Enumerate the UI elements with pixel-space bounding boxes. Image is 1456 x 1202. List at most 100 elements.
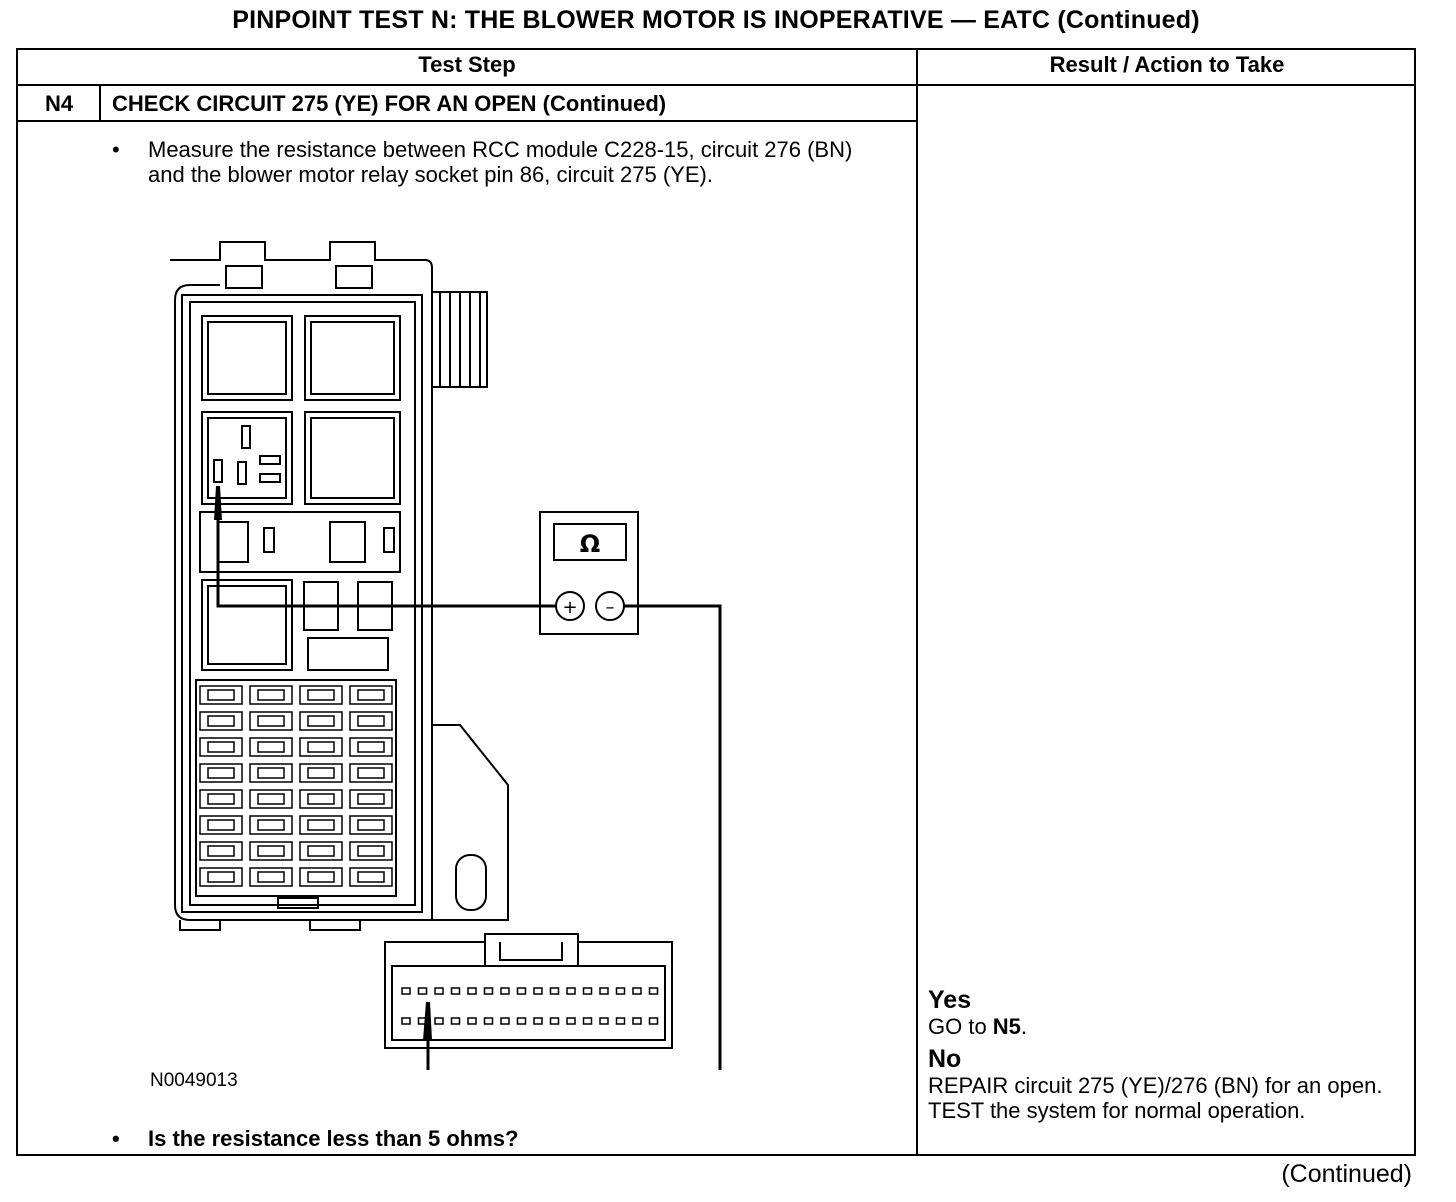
yes-target-step: N5 [992,1014,1021,1039]
test-leads [216,520,722,1070]
connector-pin [533,1017,543,1025]
relay-cavity-4 [304,411,401,505]
figure-id: N0049013 [150,1070,238,1091]
pinpoint-test-table [16,48,1416,1156]
top-tab-left [225,265,263,289]
bullet-dot: • [112,1126,120,1151]
fuse-slot [349,737,393,757]
connector-pin [467,1017,477,1025]
fuse-slot [249,685,293,705]
fuse-slot-inner [357,741,385,753]
connector-pin [417,1017,428,1025]
probe-tip-rcc [423,1002,432,1040]
fuse-slot-inner [307,845,335,857]
connector-pin [549,987,560,995]
continued-note: (Continued) [1281,1160,1412,1188]
fuse-slot-inner [257,871,285,883]
connector-pin [632,987,642,995]
ohmmeter [539,511,639,635]
fuse-slot [199,711,243,731]
connector-pin [417,987,428,995]
connector-pin [434,1017,444,1025]
fuse-slot [199,841,243,861]
connector-pin [401,987,411,995]
column-divider [916,48,918,1156]
instruction-bullet: • Measure the resistance between RCC mod… [112,137,868,187]
fuse-slot-inner [307,767,335,779]
fuse-slot [349,789,393,809]
connector-pin [599,987,609,995]
fuse-slot-inner [257,741,285,753]
fuse-slot [299,841,343,861]
top-tab-right [335,265,373,289]
fuse-slot [349,841,393,861]
fuse-slot [249,815,293,835]
junction-box-outline [170,241,433,921]
no-action: REPAIR circuit 275 (YE)/276 (BN) for an … [928,1073,1383,1123]
fuse-slot-inner [207,689,235,701]
fuse-slot-inner [357,715,385,727]
connector-pin [516,987,527,995]
fuse-slot-inner [207,741,235,753]
yes-text-end: . [1020,1014,1028,1039]
fuse-slot [299,711,343,731]
mounting-bracket [432,724,509,921]
page-title: PINPOINT TEST N: THE BLOWER MOTOR IS INO… [232,6,1200,34]
fuse-slot [249,841,293,861]
connector-pin [648,987,659,995]
fuse-slot-inner [257,715,285,727]
fuse-slot-inner [257,845,285,857]
connector-pin [566,1017,576,1025]
fuse-slot [199,815,243,835]
fuse-slot [249,867,293,887]
step-id-divider [99,84,101,122]
fuse-slot-inner [357,845,385,857]
fuse-slot-inner [207,767,235,779]
fuse-slot [349,711,393,731]
fuse-slot [199,685,243,705]
fuse-slot [249,711,293,731]
connector-pin [566,987,576,995]
question-text: Is the resistance less than 5 ohms? [148,1126,519,1151]
fuse-slot-inner [257,793,285,805]
plus-symbol: + [562,597,577,618]
minus-symbol: – [606,597,615,618]
fuse-slot [299,685,343,705]
step-title: CHECK CIRCUIT 275 (YE) FOR AN OPEN (Cont… [112,91,667,116]
fuse-slot [249,737,293,757]
connector-pin [483,1017,494,1025]
negative-lead [624,604,722,1070]
rcc-connector-c228 [384,933,673,1049]
connector-pin [450,1017,461,1025]
connector-pin [549,1017,560,1025]
connector-pin [467,987,477,995]
step-row-divider [16,120,918,122]
relay-cavity-2 [304,315,401,401]
fuse-slot-inner [207,871,235,883]
probe-tip-relay [214,486,222,520]
connector-pin [582,987,593,995]
blower-relay-socket [201,411,293,505]
fuse-slot [299,815,343,835]
fuse-slot [299,867,343,887]
fuse-slot-inner [207,715,235,727]
connector-pin [516,1017,527,1025]
fuse-slot [349,815,393,835]
no-label: No [928,1045,962,1073]
rcc-connector-pins [401,987,659,1025]
connector-pin [632,1017,642,1025]
fuse-slot-inner [207,793,235,805]
connector-pin [615,987,626,995]
fuse-slot [199,763,243,783]
header-test-step: Test Step [418,52,516,77]
connector-pin [401,1017,411,1025]
fuse-slot-inner [307,741,335,753]
connector-pin [615,1017,626,1025]
connector-pin [434,987,444,995]
fuse-slot [299,763,343,783]
question-bullet: • Is the resistance less than 5 ohms? [112,1126,868,1151]
fuse-slot [299,789,343,809]
fuse-slot [249,789,293,809]
fuse-slot-inner [357,767,385,779]
fuse-slot-inner [307,715,335,727]
